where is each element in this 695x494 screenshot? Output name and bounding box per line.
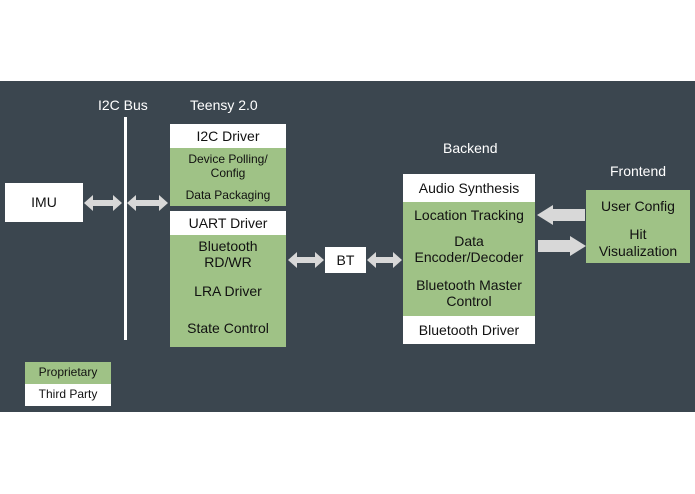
bluetooth-driver-box: Bluetooth Driver	[403, 316, 535, 344]
imu-box: IMU	[5, 183, 83, 222]
user-config-box: User Config	[586, 190, 690, 222]
state-control-box: State Control	[170, 309, 286, 347]
user-config-to-location-arrow	[537, 205, 585, 225]
bluetooth-rdwr-box: Bluetooth RD/WR	[170, 235, 286, 273]
uart-driver-box: UART Driver	[170, 211, 286, 235]
frontend-label: Frontend	[610, 163, 667, 179]
data-packaging-box: Data Packaging	[170, 186, 286, 206]
i2c-bus-label: I2C Bus	[98, 97, 148, 113]
i2c-bus-line	[124, 117, 127, 340]
legend-third-party: Third Party	[25, 384, 111, 406]
teensy-label: Teensy 2.0	[190, 97, 258, 113]
i2c-driver-box: I2C Driver	[170, 124, 286, 148]
bus-teensy-arrow	[127, 195, 168, 211]
hit-visualization-box: Hit Visualization	[586, 222, 690, 263]
imu-bus-arrow	[84, 195, 122, 211]
location-tracking-box: Location Tracking	[403, 202, 535, 228]
bt-backend-arrow	[367, 252, 402, 268]
backend-label: Backend	[443, 140, 498, 156]
data-encoder-decoder-box: Data Encoder/Decoder	[403, 228, 535, 270]
backend-to-hit-viz-arrow	[538, 236, 586, 256]
legend-proprietary: Proprietary	[25, 362, 111, 384]
audio-synthesis-box: Audio Synthesis	[403, 174, 535, 202]
bluetooth-master-control-box: Bluetooth Master Control	[403, 270, 535, 316]
device-polling-box: Device Polling/ Config	[170, 148, 286, 186]
lra-driver-box: LRA Driver	[170, 273, 286, 309]
bt-box: BT	[325, 247, 366, 273]
teensy-bt-arrow	[288, 252, 324, 268]
